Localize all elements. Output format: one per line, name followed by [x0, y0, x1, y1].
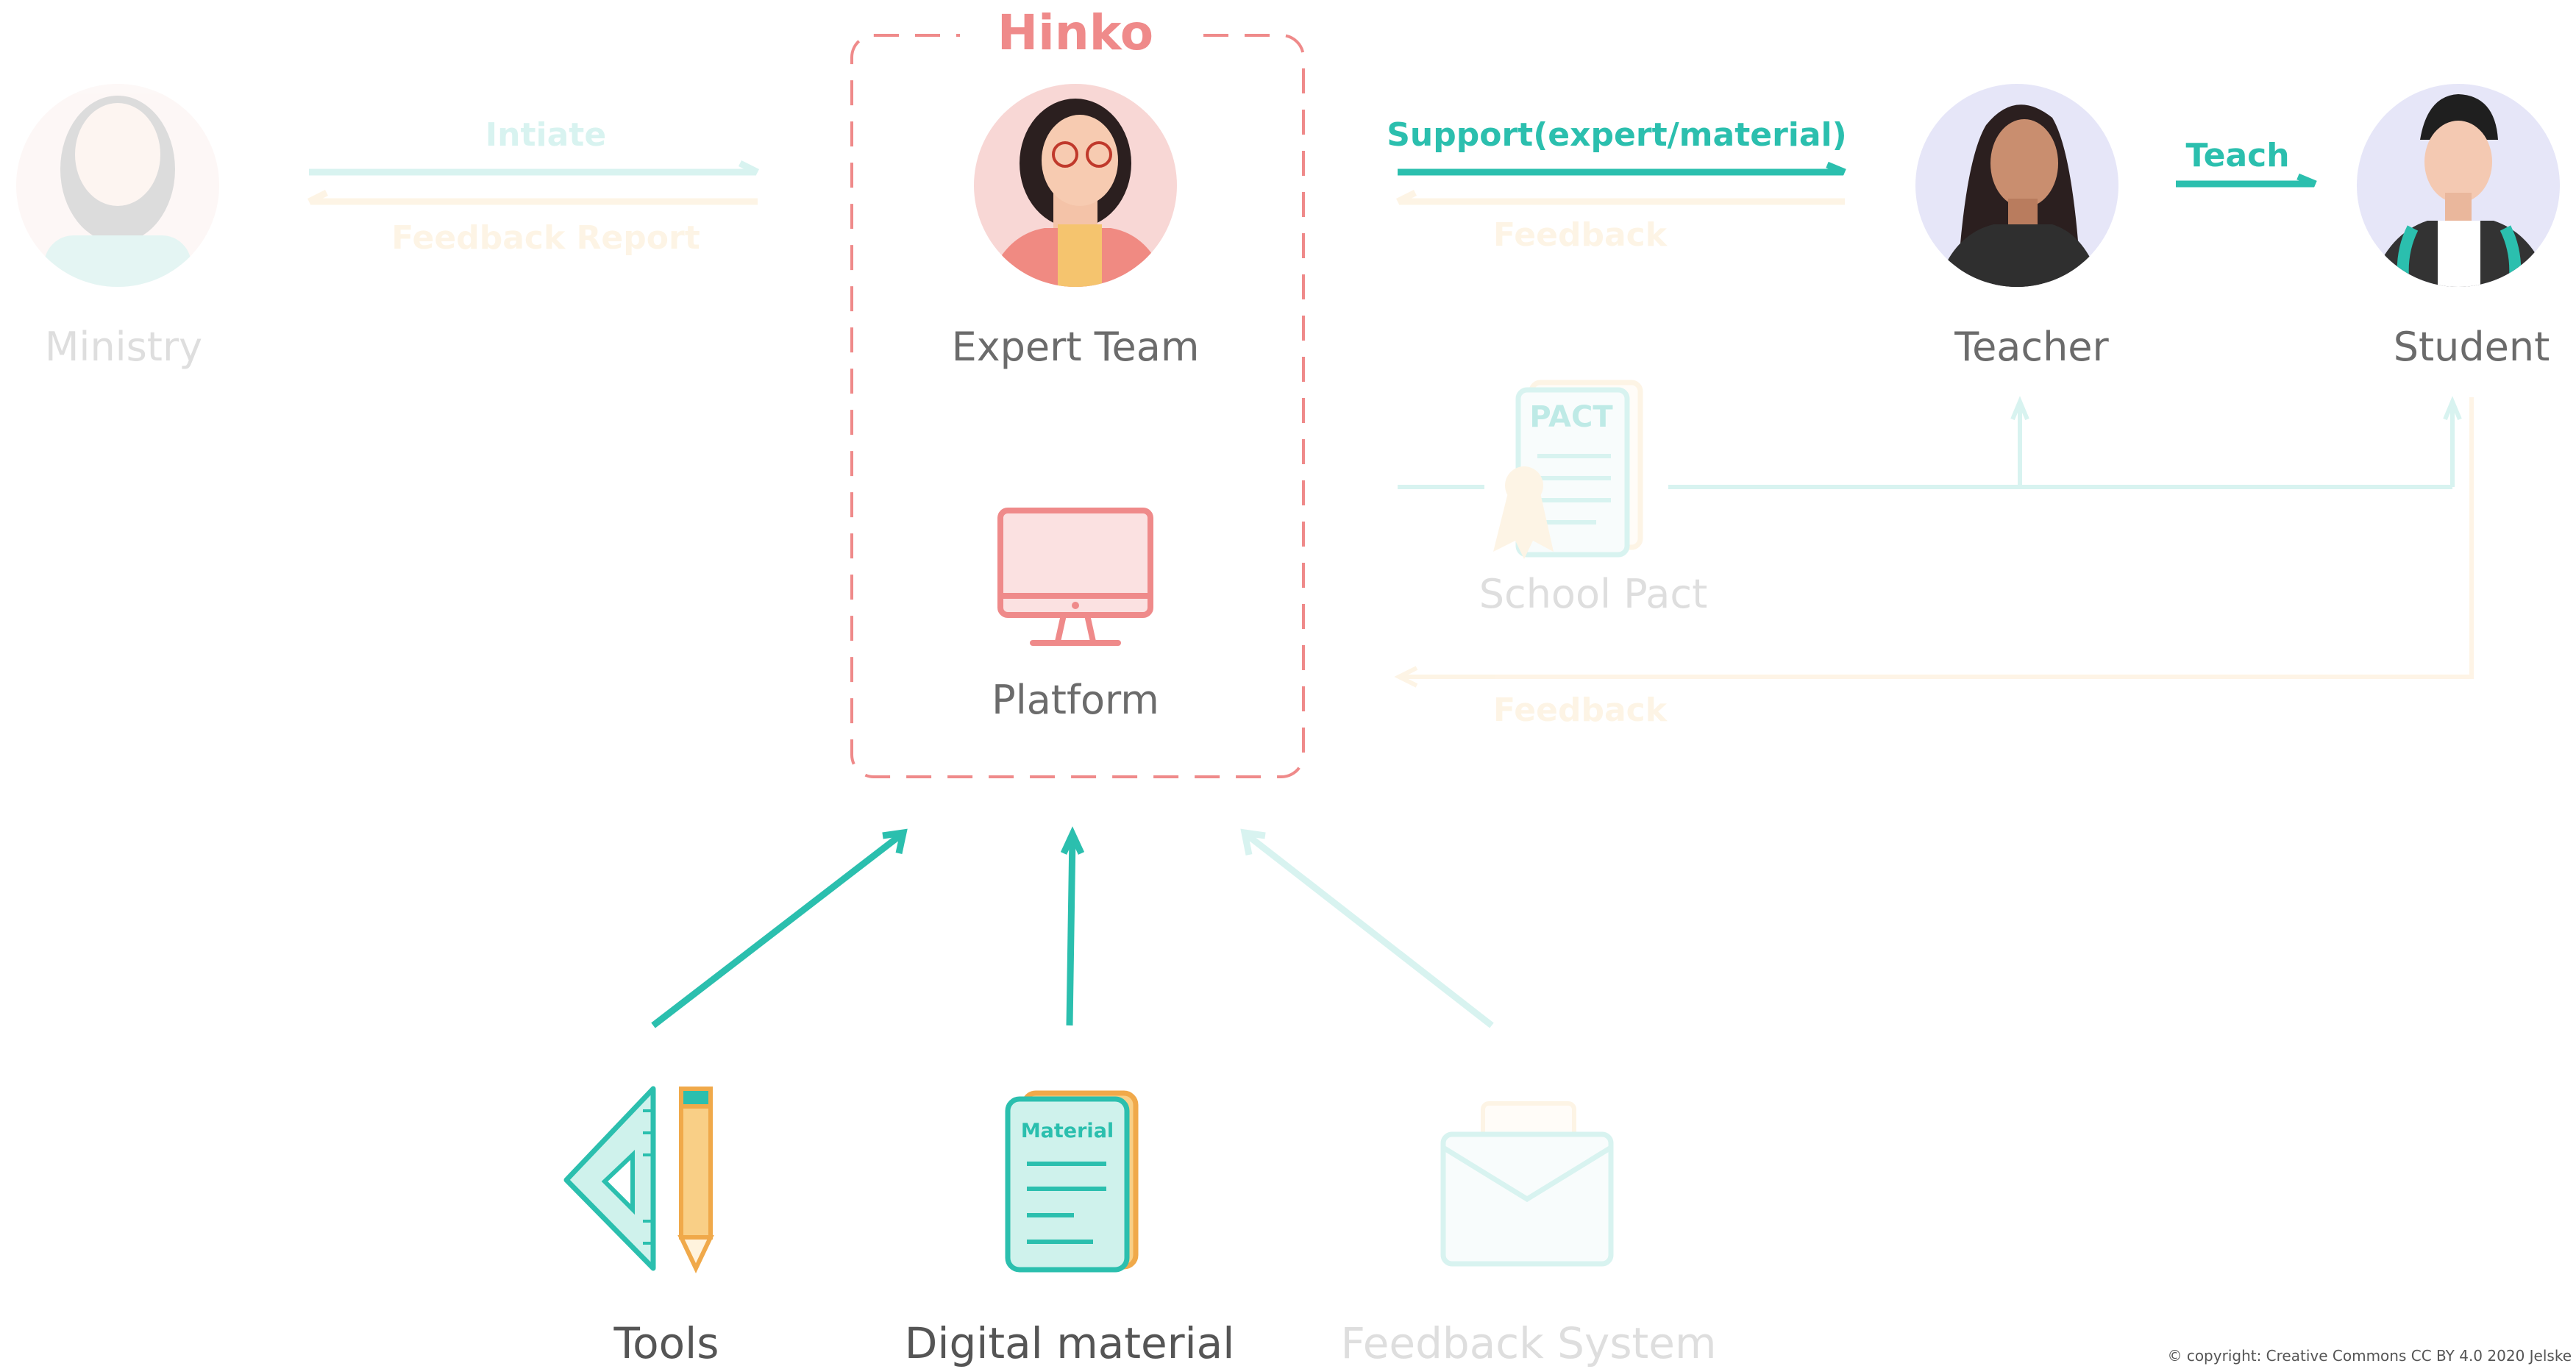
teach-label: Teach	[2185, 137, 2289, 174]
copyright-text: © copyright: Creative Commons CC BY 4.0 …	[2167, 1347, 2572, 1365]
feedback-system-arrow	[1240, 828, 1494, 1028]
monitor-icon	[997, 508, 1153, 646]
tools-label: Tools	[613, 1318, 719, 1368]
digital-material-arrow	[1060, 826, 1085, 1026]
pact-badge-text: PACT	[1529, 400, 1613, 434]
ministry-label: Ministry	[45, 324, 202, 370]
teacher-node	[1915, 84, 2118, 287]
support-label: Support(expert/material)	[1387, 116, 1847, 154]
material-badge-text: Material	[1021, 1120, 1114, 1142]
envelope-icon	[1440, 1101, 1614, 1267]
feedback-report-label: Feedback Report	[391, 219, 700, 257]
hinko-group-border	[850, 34, 1305, 778]
expert-team-node	[974, 84, 1177, 287]
feedback-system-label: Feedback System	[1341, 1318, 1717, 1368]
feedback-top-label: Feedback	[1493, 216, 1668, 254]
tools-arrow	[651, 828, 908, 1028]
student-node	[2357, 84, 2560, 287]
initiate-label: Intiate	[485, 116, 606, 154]
initiate-arrow	[309, 160, 760, 176]
feedback-bottom-label: Feedback	[1493, 691, 1668, 729]
feedback-report-arrow	[307, 189, 758, 205]
material-document-icon	[1005, 1090, 1139, 1273]
hinko-title: Hinko	[997, 4, 1153, 61]
ruler-pencil-icon	[563, 1086, 714, 1273]
feedback-bottom-arrow	[1394, 397, 2474, 688]
feedback-top-arrow	[1395, 189, 1845, 205]
teach-arrow	[2176, 173, 2317, 188]
student-label: Student	[2394, 324, 2550, 370]
digital-material-label: Digital material	[905, 1318, 1235, 1368]
platform-label: Platform	[992, 677, 1159, 723]
support-arrow	[1398, 161, 1846, 176]
teacher-label: Teacher	[1954, 324, 2109, 370]
pact-connector	[1398, 396, 2462, 489]
hinko-title-gap	[960, 15, 1195, 59]
pact-document-icon	[1493, 380, 1643, 559]
ministry-avatar	[16, 84, 219, 287]
expert-team-label: Expert Team	[952, 324, 1200, 370]
ministry-node	[16, 84, 219, 287]
school-pact-label: School Pact	[1479, 571, 1708, 617]
